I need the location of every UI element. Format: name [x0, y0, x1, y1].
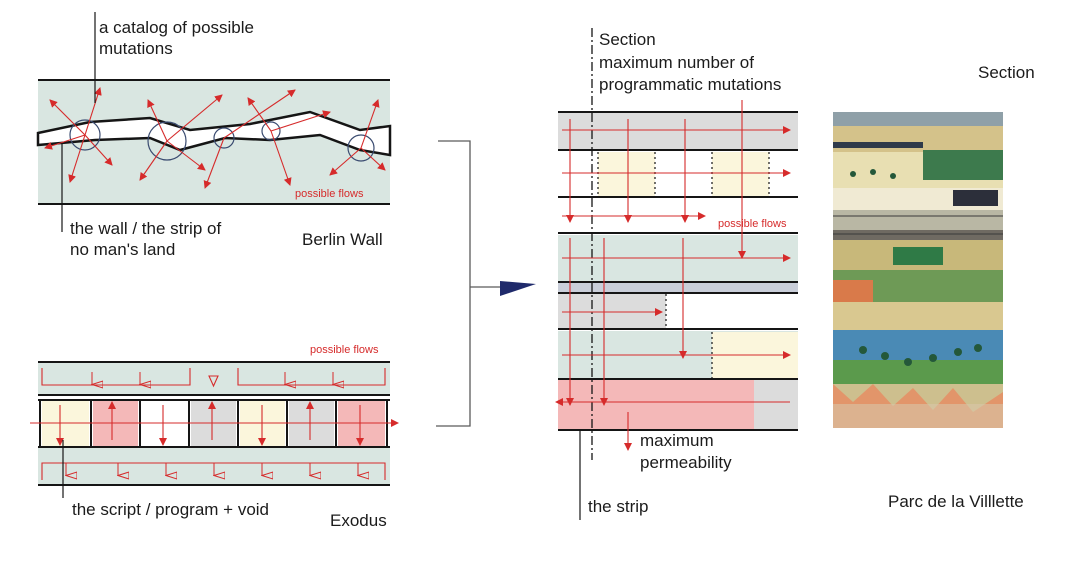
mutations-label-line1: a catalog of possible [99, 18, 254, 37]
navy-arrow-icon [500, 281, 536, 296]
section-diagram [555, 28, 798, 520]
permeability-label-line2: permeability [640, 453, 732, 472]
section-label-line2: maximum number of [599, 53, 754, 72]
mutations-label-line2: mutations [99, 39, 173, 58]
section-flows [555, 100, 791, 451]
section-label-line1: Section [599, 30, 656, 49]
exodus-flows [30, 368, 399, 480]
exodus-title: Exodus [330, 511, 387, 530]
permeability-label-line1: maximum [640, 431, 714, 450]
strip-label: the strip [588, 497, 649, 516]
villette-title: Parc de la Villlette [888, 492, 1024, 511]
berlin-wall-diagram [36, 12, 392, 232]
exodus-diagram [30, 361, 399, 498]
exodus-center-marker [208, 375, 219, 388]
section-possible-flows: possible flows [718, 218, 787, 230]
berlin-possible-flows: possible flows [295, 188, 364, 200]
wall-label-line2: no man's land [70, 240, 176, 259]
exodus-top-band [38, 362, 390, 395]
berlin-wall-title: Berlin Wall [302, 230, 383, 249]
exodus-flow-ticks [66, 372, 358, 476]
section-label-line3: programmatic mutations [599, 75, 782, 94]
combine-bracket [436, 140, 536, 427]
wall-label-line1: the wall / the strip of [70, 219, 222, 238]
parc-de-la-villette-painting [833, 112, 1003, 428]
script-label: the script / program + void [72, 500, 270, 519]
mutation-circles [69, 119, 375, 162]
exodus-possible-flows: possible flows [310, 344, 379, 356]
berlin-flow-arrows [44, 87, 386, 189]
villette-section-label: Section [978, 63, 1035, 82]
